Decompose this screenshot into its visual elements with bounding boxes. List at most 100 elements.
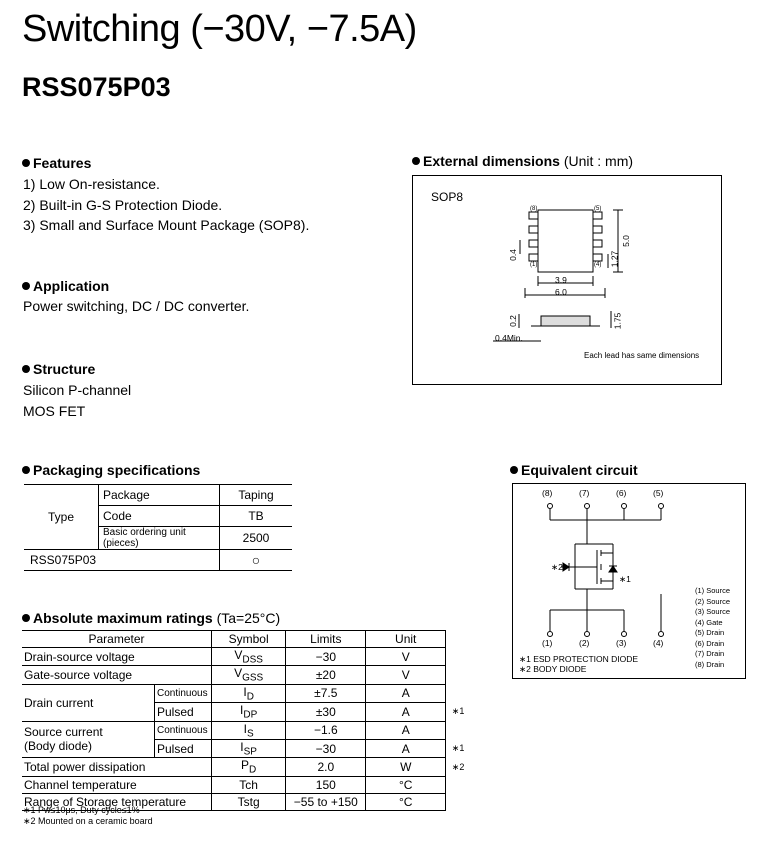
- table-cell: °C: [365, 792, 447, 811]
- table-cell: ±7.5: [285, 683, 367, 704]
- circuit-heading: Equivalent circuit: [510, 462, 638, 478]
- circuit-notes: ∗1 ESD PROTECTION DIODE ∗2 BODY DIODE: [519, 654, 638, 674]
- table-cell: Total power dissipation: [22, 757, 212, 777]
- footnote-mark: ∗1: [451, 743, 465, 754]
- dimensions-heading: External dimensions (Unit : mm): [412, 153, 633, 169]
- pin-label: (1): [542, 638, 553, 648]
- table-cell: 150: [285, 775, 367, 794]
- legend-item: (3) Source: [695, 607, 731, 616]
- circuit-note: ∗1 ESD PROTECTION DIODE: [519, 654, 639, 664]
- diode-mark: ∗2: [551, 562, 563, 572]
- pin-label: (4): [653, 638, 664, 648]
- table-cell: Taping: [219, 484, 292, 506]
- pin-label: (5): [653, 488, 664, 498]
- bullet-icon: [22, 466, 30, 474]
- table-cell: Source current(Body diode): [22, 720, 155, 759]
- package-name: SOP8: [431, 190, 464, 204]
- feature-item: 3) Small and Surface Mount Package (SOP8…: [23, 217, 310, 233]
- table-cell: −30: [285, 646, 367, 667]
- table-cell: Channel temperature: [22, 775, 212, 794]
- table-header: Limits: [285, 630, 367, 648]
- circuit-box: (8) (7) (6) (5) (1) (2) (3) (4) ∗1 ∗2 (1…: [512, 483, 746, 679]
- table-cell: Tstg: [210, 792, 287, 811]
- pin-label: (3): [616, 638, 627, 648]
- table-row: Type Package Taping: [24, 484, 292, 550]
- packaging-heading: Packaging specifications: [22, 462, 200, 478]
- application-heading: Application: [22, 278, 109, 294]
- table-cell: Code: [98, 505, 220, 527]
- legend-item: (8) Drain: [695, 659, 725, 669]
- table-cell: A: [365, 702, 447, 722]
- table-row: Gate-source voltage VGSS ±20 V: [22, 665, 470, 685]
- table-cell: −30: [285, 738, 367, 759]
- pin-label: (6): [616, 488, 627, 498]
- table-row: RSS075P03 ○: [24, 549, 292, 571]
- table-row: Drain-source voltage VDSS −30 V: [22, 646, 470, 667]
- table-cell: ISP: [210, 738, 287, 759]
- packaging-table: Type Package Taping Code TB Basic orderi…: [24, 484, 292, 571]
- table-cell: Range of Storage temperature: [22, 792, 212, 811]
- table-row: Code TB: [24, 505, 292, 527]
- table-cell: IS: [210, 720, 287, 740]
- ratings-heading: Absolute maximum ratings (Ta=25°C): [22, 610, 280, 626]
- availability-mark: ○: [219, 549, 292, 571]
- table-cell: VDSS: [210, 646, 287, 667]
- feature-item: 2) Built-in G-S Protection Diode.: [23, 196, 223, 213]
- diode-mark: ∗1: [619, 574, 631, 584]
- table-cell: 2500: [219, 526, 292, 550]
- table-cell: VGSS: [210, 665, 287, 685]
- dim-label: 1.75: [612, 312, 623, 330]
- table-cell: −1.6: [285, 720, 367, 740]
- table-cell: Basic ordering unit (pieces): [98, 526, 220, 550]
- table-cell: PD: [210, 757, 287, 777]
- footnote: ∗2 Mounted on a ceramic board: [23, 816, 153, 826]
- ratings-table: Parameter Symbol Limits Unit Drain-sourc…: [22, 630, 470, 811]
- ratings-footnotes: ∗1 Pw≤10μs, Duty cycle≤1% ∗2 Mounted on …: [23, 805, 153, 827]
- page-title: Switching (−30V, −7.5A): [22, 8, 417, 50]
- dimensions-box: SOP8 3.9 6.0 5.0 1.27: [412, 175, 722, 385]
- legend-item: (4) Gate: [695, 617, 723, 627]
- footnote-mark: ∗2: [451, 761, 465, 772]
- table-cell: Tch: [210, 775, 287, 794]
- package-drawing: [493, 209, 623, 342]
- table-cell: Continuous: [154, 683, 212, 704]
- pin-label: (8): [542, 488, 553, 498]
- table-cell: A: [365, 683, 447, 704]
- bullet-icon: [22, 365, 30, 373]
- table-header: Symbol: [210, 630, 287, 648]
- feature-item: 1) Low On-resistance.: [23, 176, 160, 192]
- table-cell: Pulsed: [154, 738, 212, 759]
- table-row: Channel temperature Tch 150 °C: [22, 775, 470, 794]
- table-cell: V: [365, 646, 447, 667]
- legend-item: (5) Drain: [695, 628, 725, 637]
- table-cell: A: [365, 720, 447, 740]
- dim-label: 0.2: [507, 315, 518, 327]
- legend-item: (6) Drain: [695, 638, 725, 648]
- dim-label: 5.0: [620, 235, 631, 247]
- part-number: RSS075P03: [22, 72, 171, 102]
- table-cell: −55 to +150: [285, 792, 367, 811]
- legend-item: (7) Drain: [695, 649, 725, 658]
- structure-line: MOS FET: [23, 402, 86, 419]
- pin-label: (4): [594, 262, 602, 268]
- pin-label: (7): [579, 488, 590, 498]
- pin-label: (1): [530, 262, 538, 268]
- circuit-note: ∗2 BODY DIODE: [519, 664, 587, 674]
- table-row: Parameter Symbol Limits Unit: [22, 630, 470, 648]
- table-cell: ±20: [285, 665, 367, 685]
- table-cell: A: [365, 738, 447, 759]
- table-cell: Gate-source voltage: [22, 665, 212, 685]
- structure-line: Silicon P-channel: [23, 382, 132, 398]
- features-heading: Features: [22, 155, 91, 171]
- bullet-icon: [510, 466, 518, 474]
- table-row: Pulsed ISP −30 A ∗1: [22, 738, 470, 759]
- table-cell: RSS075P03: [24, 549, 220, 571]
- table-row: Total power dissipation PD 2.0 W ∗2: [22, 757, 470, 777]
- bullet-icon: [22, 614, 30, 622]
- table-cell: 2.0: [285, 757, 367, 777]
- table-cell: ID: [210, 683, 287, 704]
- dim-label: 3.9: [555, 275, 567, 285]
- application-text: Power switching, DC / DC converter.: [23, 298, 250, 314]
- dim-label: 6.0: [555, 287, 567, 297]
- dim-label: 1.27: [609, 250, 620, 268]
